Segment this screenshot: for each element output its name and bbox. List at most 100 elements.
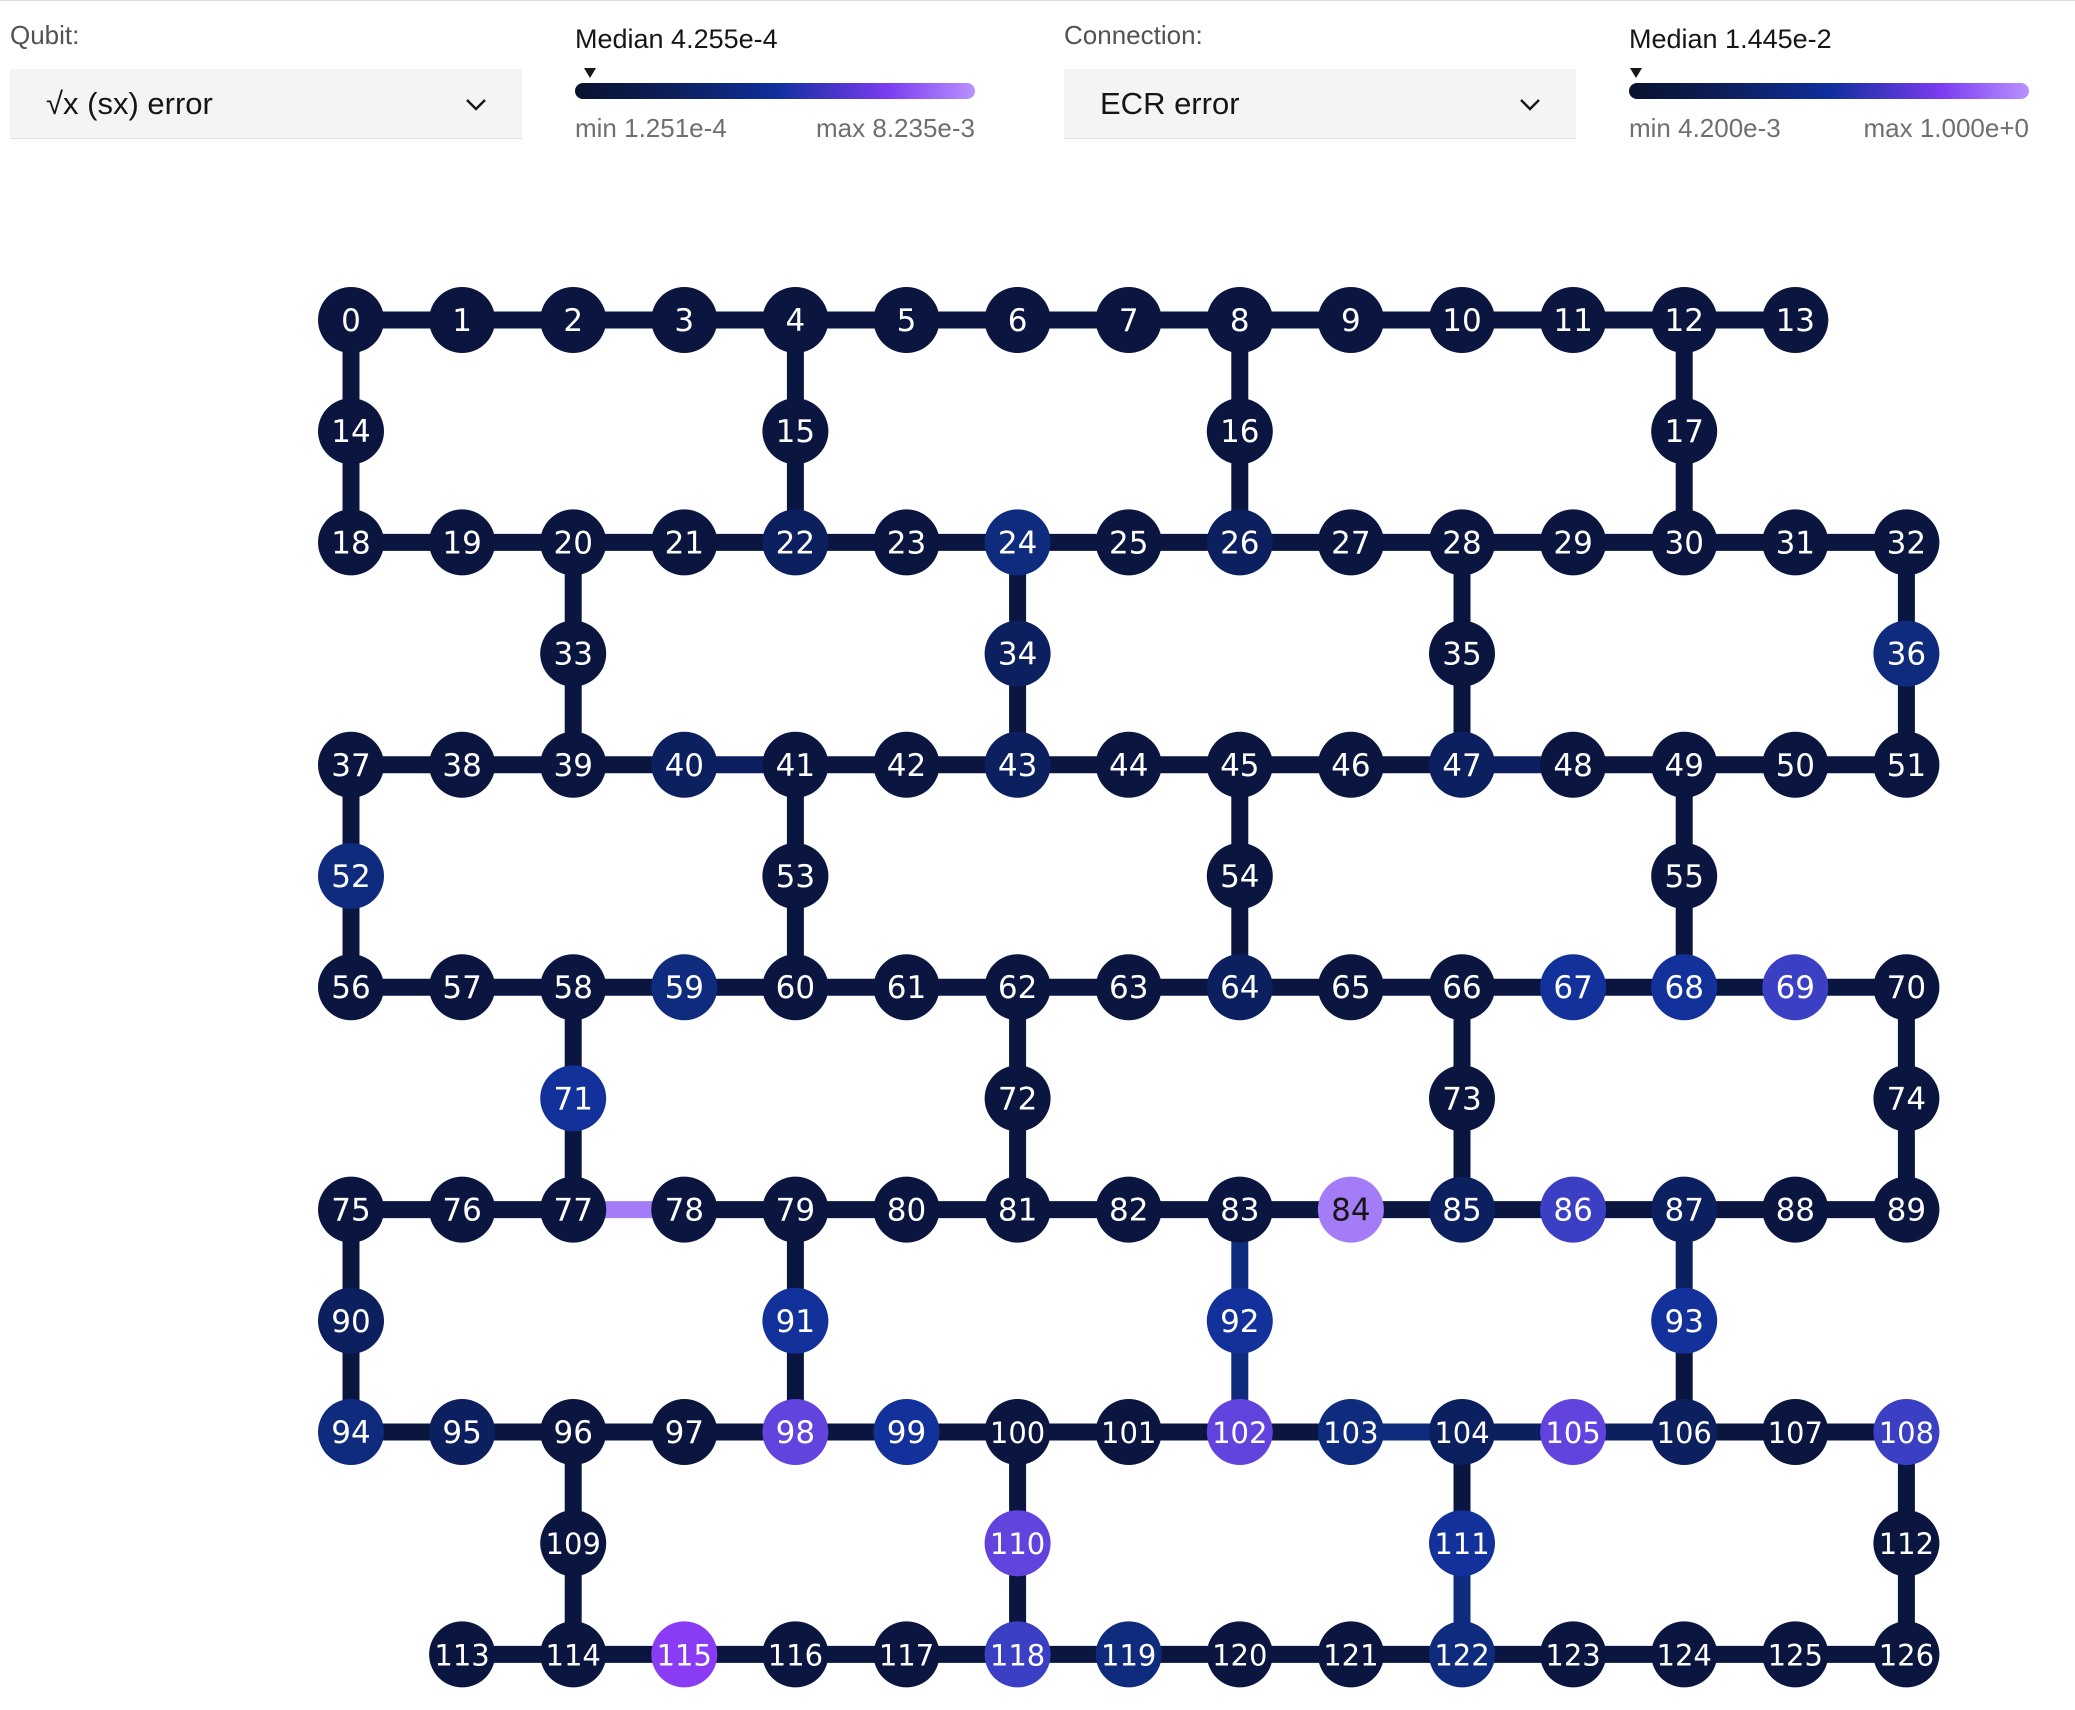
qubit-23[interactable]: 23 [873, 509, 940, 576]
qubit-37[interactable]: 37 [318, 731, 384, 798]
qubit-86[interactable]: 86 [1540, 1176, 1607, 1243]
qubit-113[interactable]: 113 [429, 1621, 496, 1688]
qubit-74[interactable]: 74 [1873, 1065, 1940, 1132]
qubit-26[interactable]: 26 [1206, 509, 1273, 576]
qubit-66[interactable]: 66 [1429, 954, 1495, 1021]
qubit-89[interactable]: 89 [1873, 1176, 1940, 1243]
qubit-106[interactable]: 106 [1651, 1399, 1718, 1465]
qubit-71[interactable]: 71 [540, 1065, 607, 1132]
qubit-110[interactable]: 110 [984, 1510, 1051, 1577]
qubit-79[interactable]: 79 [762, 1176, 829, 1243]
qubit-1[interactable]: 1 [429, 287, 496, 353]
qubit-29[interactable]: 29 [1540, 509, 1607, 576]
qubit-118[interactable]: 118 [984, 1621, 1051, 1688]
qubit-88[interactable]: 88 [1762, 1176, 1829, 1243]
qubit-58[interactable]: 58 [540, 954, 607, 1021]
qubit-6[interactable]: 6 [984, 287, 1051, 353]
qubit-97[interactable]: 97 [651, 1399, 718, 1465]
qubit-65[interactable]: 65 [1317, 954, 1384, 1021]
qubit-14[interactable]: 14 [318, 398, 384, 465]
qubit-34[interactable]: 34 [984, 620, 1051, 687]
qubit-48[interactable]: 48 [1540, 731, 1607, 798]
qubit-82[interactable]: 82 [1095, 1176, 1162, 1243]
qubit-44[interactable]: 44 [1095, 731, 1162, 798]
qubit-96[interactable]: 96 [540, 1399, 607, 1465]
qubit-33[interactable]: 33 [540, 620, 607, 687]
qubit-93[interactable]: 93 [1651, 1287, 1718, 1354]
qubit-47[interactable]: 47 [1429, 731, 1495, 798]
qubit-9[interactable]: 9 [1317, 287, 1384, 353]
qubit-83[interactable]: 83 [1206, 1176, 1273, 1243]
qubit-104[interactable]: 104 [1429, 1399, 1495, 1465]
qubit-54[interactable]: 54 [1206, 843, 1273, 909]
qubit-67[interactable]: 67 [1540, 954, 1607, 1021]
qubit-72[interactable]: 72 [984, 1065, 1051, 1132]
qubit-107[interactable]: 107 [1762, 1399, 1829, 1465]
qubit-8[interactable]: 8 [1206, 287, 1273, 353]
qubit-122[interactable]: 122 [1429, 1621, 1495, 1688]
qubit-62[interactable]: 62 [984, 954, 1051, 1021]
qubit-19[interactable]: 19 [429, 509, 496, 576]
qubit-115[interactable]: 115 [651, 1621, 718, 1688]
qubit-2[interactable]: 2 [540, 287, 607, 353]
qubit-51[interactable]: 51 [1873, 731, 1940, 798]
qubit-100[interactable]: 100 [984, 1399, 1051, 1465]
qubit-55[interactable]: 55 [1651, 843, 1718, 909]
qubit-40[interactable]: 40 [651, 731, 718, 798]
qubit-49[interactable]: 49 [1651, 731, 1718, 798]
qubit-4[interactable]: 4 [762, 287, 829, 353]
qubit-50[interactable]: 50 [1762, 731, 1829, 798]
qubit-57[interactable]: 57 [429, 954, 496, 1021]
qubit-77[interactable]: 77 [540, 1176, 607, 1243]
qubit-11[interactable]: 11 [1540, 287, 1607, 353]
qubit-78[interactable]: 78 [651, 1176, 718, 1243]
qubit-92[interactable]: 92 [1206, 1287, 1273, 1354]
qubit-18[interactable]: 18 [318, 509, 384, 576]
qubit-24[interactable]: 24 [984, 509, 1051, 576]
qubit-35[interactable]: 35 [1429, 620, 1495, 687]
qubit-36[interactable]: 36 [1873, 620, 1940, 687]
qubit-85[interactable]: 85 [1429, 1176, 1495, 1243]
qubit-metric-dropdown[interactable]: √x (sx) error [10, 69, 522, 139]
qubit-120[interactable]: 120 [1206, 1621, 1273, 1688]
qubit-126[interactable]: 126 [1873, 1621, 1940, 1688]
qubit-75[interactable]: 75 [318, 1176, 384, 1243]
qubit-111[interactable]: 111 [1429, 1510, 1495, 1577]
qubit-13[interactable]: 13 [1762, 287, 1829, 353]
qubit-80[interactable]: 80 [873, 1176, 940, 1243]
qubit-64[interactable]: 64 [1206, 954, 1273, 1021]
qubit-21[interactable]: 21 [651, 509, 718, 576]
qubit-52[interactable]: 52 [318, 843, 384, 909]
qubit-103[interactable]: 103 [1317, 1399, 1384, 1465]
qubit-31[interactable]: 31 [1762, 509, 1829, 576]
qubit-105[interactable]: 105 [1540, 1399, 1607, 1465]
qubit-3[interactable]: 3 [651, 287, 718, 353]
qubit-108[interactable]: 108 [1873, 1399, 1940, 1465]
qubit-5[interactable]: 5 [873, 287, 940, 353]
qubit-109[interactable]: 109 [540, 1510, 607, 1577]
qubit-70[interactable]: 70 [1873, 954, 1940, 1021]
qubit-117[interactable]: 117 [873, 1621, 940, 1688]
qubit-112[interactable]: 112 [1873, 1510, 1940, 1577]
qubit-43[interactable]: 43 [984, 731, 1051, 798]
qubit-87[interactable]: 87 [1651, 1176, 1718, 1243]
qubit-22[interactable]: 22 [762, 509, 829, 576]
qubit-73[interactable]: 73 [1429, 1065, 1495, 1132]
qubit-123[interactable]: 123 [1540, 1621, 1607, 1688]
qubit-102[interactable]: 102 [1206, 1399, 1273, 1465]
qubit-60[interactable]: 60 [762, 954, 829, 1021]
qubit-125[interactable]: 125 [1762, 1621, 1829, 1688]
qubit-63[interactable]: 63 [1095, 954, 1162, 1021]
connection-metric-dropdown[interactable]: ECR error [1064, 69, 1576, 139]
qubit-91[interactable]: 91 [762, 1287, 829, 1354]
qubit-15[interactable]: 15 [762, 398, 829, 465]
qubit-81[interactable]: 81 [984, 1176, 1051, 1243]
qubit-38[interactable]: 38 [429, 731, 496, 798]
qubit-28[interactable]: 28 [1429, 509, 1495, 576]
qubit-7[interactable]: 7 [1095, 287, 1162, 353]
qubit-30[interactable]: 30 [1651, 509, 1718, 576]
qubit-42[interactable]: 42 [873, 731, 940, 798]
qubit-39[interactable]: 39 [540, 731, 607, 798]
qubit-99[interactable]: 99 [873, 1399, 940, 1465]
qubit-32[interactable]: 32 [1873, 509, 1940, 576]
